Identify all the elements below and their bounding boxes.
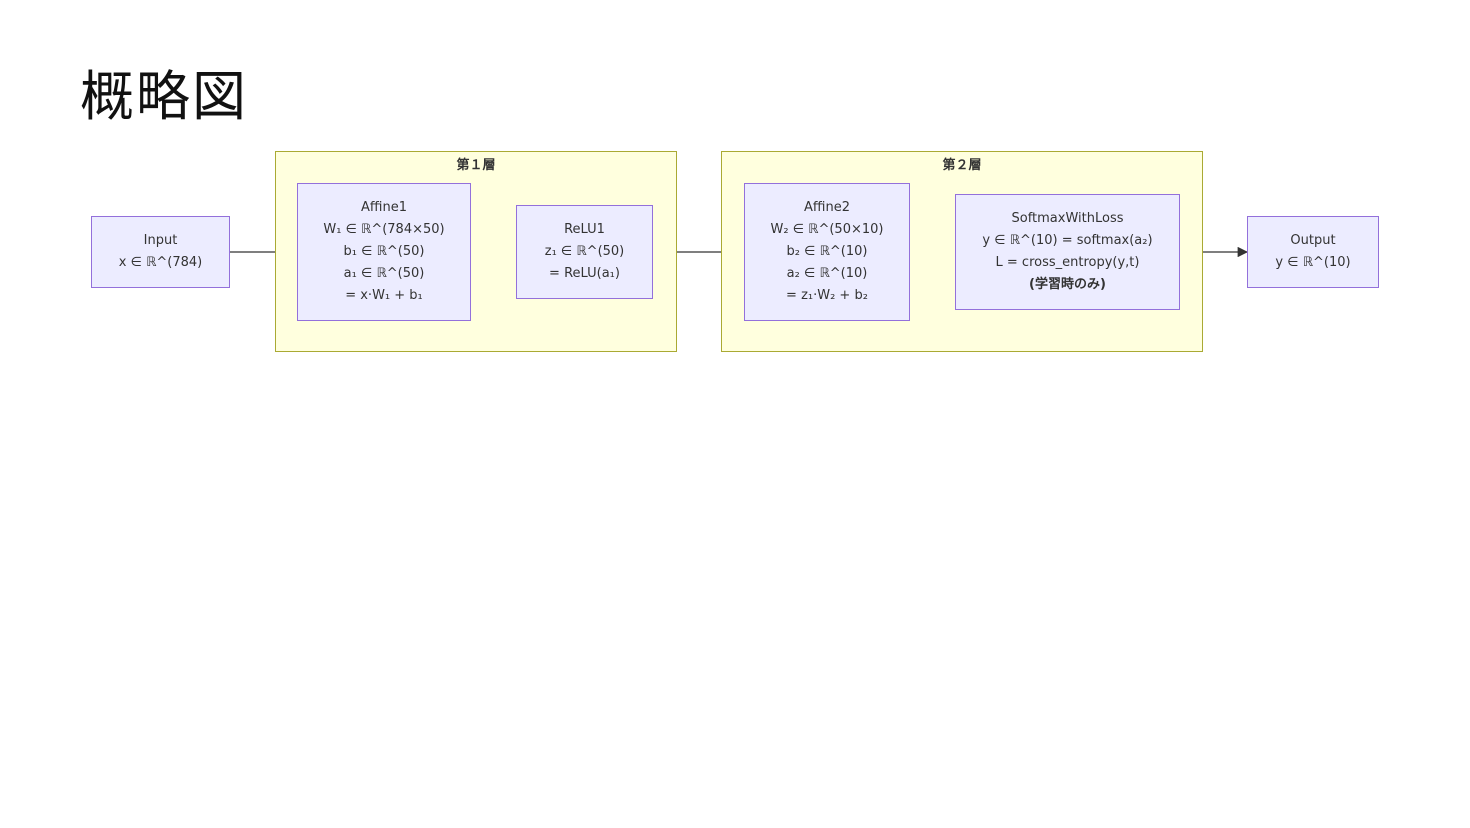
node-affine1-line-4: = x·W₁ + b₁ <box>345 288 423 303</box>
node-affine2-line-4: = z₁·W₂ + b₂ <box>786 288 868 303</box>
node-relu1: ReLU1 z₁ ∈ ℝ^(50) = ReLU(a₁) <box>516 205 653 299</box>
node-affine2-line-2: b₂ ∈ ℝ^(10) <box>786 244 868 259</box>
node-affine2-line-0: Affine2 <box>804 200 850 215</box>
group-layer1-label: 第１層 <box>456 158 496 173</box>
node-affine1-line-1: W₁ ∈ ℝ^(784×50) <box>323 222 445 237</box>
node-affine2-line-3: a₂ ∈ ℝ^(10) <box>786 266 868 281</box>
node-input-line-1: x ∈ ℝ^(784) <box>118 255 203 270</box>
node-affine2: Affine2 W₂ ∈ ℝ^(50×10) b₂ ∈ ℝ^(10) a₂ ∈ … <box>744 183 910 321</box>
node-softmax-line-3: (学習時のみ) <box>1029 277 1106 292</box>
node-affine1: Affine1 W₁ ∈ ℝ^(784×50) b₁ ∈ ℝ^(50) a₁ ∈… <box>297 183 471 321</box>
node-input-line-0: Input <box>143 233 178 248</box>
node-output-line-1: y ∈ ℝ^(10) <box>1275 255 1351 270</box>
node-softmax: SoftmaxWithLoss y ∈ ℝ^(10) = softmax(a₂)… <box>955 194 1180 310</box>
node-softmax-line-0: SoftmaxWithLoss <box>1011 211 1124 226</box>
node-affine2-line-1: W₂ ∈ ℝ^(50×10) <box>770 222 884 237</box>
group-layer2-label: 第２層 <box>942 158 982 173</box>
node-affine1-line-2: b₁ ∈ ℝ^(50) <box>343 244 425 259</box>
node-affine1-line-3: a₁ ∈ ℝ^(50) <box>343 266 425 281</box>
node-softmax-line-1: y ∈ ℝ^(10) = softmax(a₂) <box>982 233 1153 248</box>
node-relu1-line-0: ReLU1 <box>564 222 605 237</box>
node-affine1-line-0: Affine1 <box>361 200 407 215</box>
node-relu1-line-1: z₁ ∈ ℝ^(50) <box>544 244 625 259</box>
page-title: 概略図 <box>80 65 248 128</box>
node-input: Input x ∈ ℝ^(784) <box>91 216 230 288</box>
node-output: Output y ∈ ℝ^(10) <box>1247 216 1379 288</box>
node-softmax-line-2: L = cross_entropy(y,t) <box>995 255 1140 270</box>
node-output-line-0: Output <box>1290 233 1336 248</box>
node-relu1-line-2: = ReLU(a₁) <box>549 266 620 281</box>
